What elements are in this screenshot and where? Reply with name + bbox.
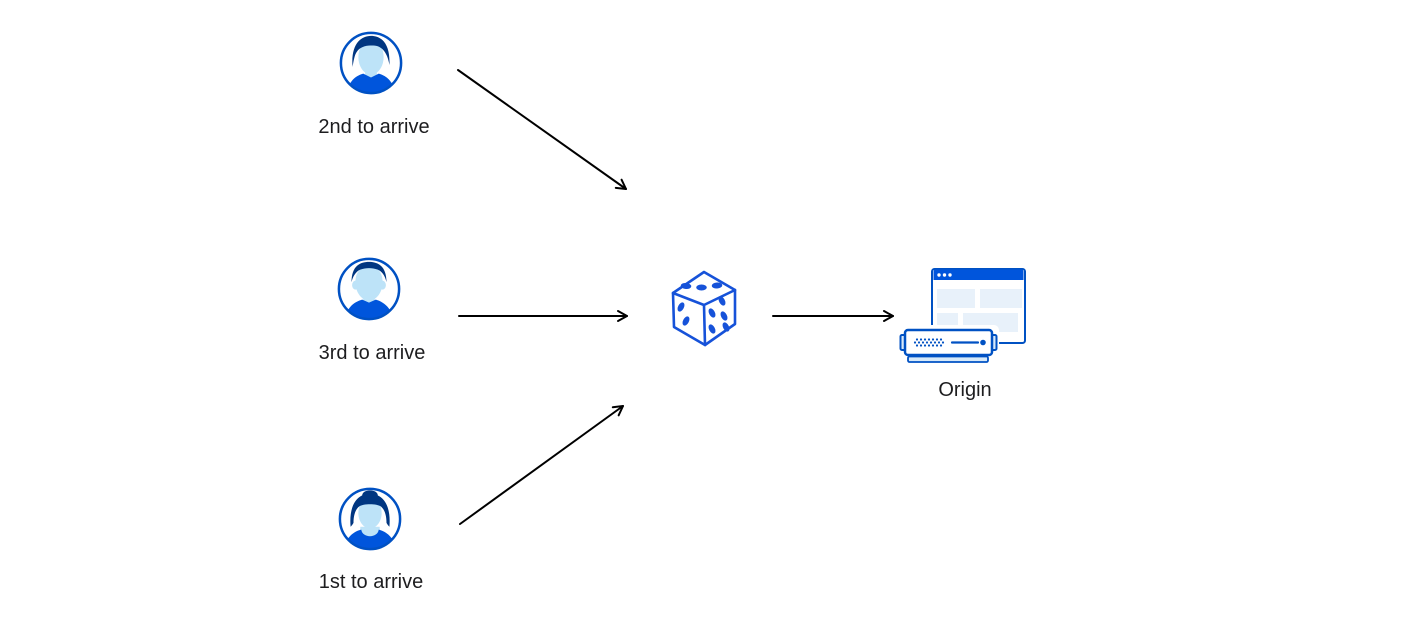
- label-user-first: 1st to arrive: [318, 571, 424, 593]
- node-dice: [668, 268, 740, 355]
- dice-icon: [671, 270, 737, 347]
- server-icon: [898, 325, 999, 364]
- node-user-second: [338, 30, 404, 101]
- label-origin: Origin: [938, 379, 992, 401]
- origin-server-browser-icon: [898, 268, 1026, 364]
- node-origin: [896, 262, 1031, 372]
- label-user-second: 2nd to arrive: [318, 116, 430, 138]
- arrow-user1-to-dice: [459, 405, 624, 525]
- male-user-avatar-icon: [339, 31, 403, 95]
- female-user-avatar-icon: [338, 487, 402, 551]
- label-user-third: 3rd to arrive: [318, 342, 426, 364]
- browser-window-icon: [931, 268, 1026, 344]
- male-user-avatar-icon: [337, 257, 401, 321]
- node-user-first: [337, 486, 403, 557]
- node-user-third: [336, 256, 402, 327]
